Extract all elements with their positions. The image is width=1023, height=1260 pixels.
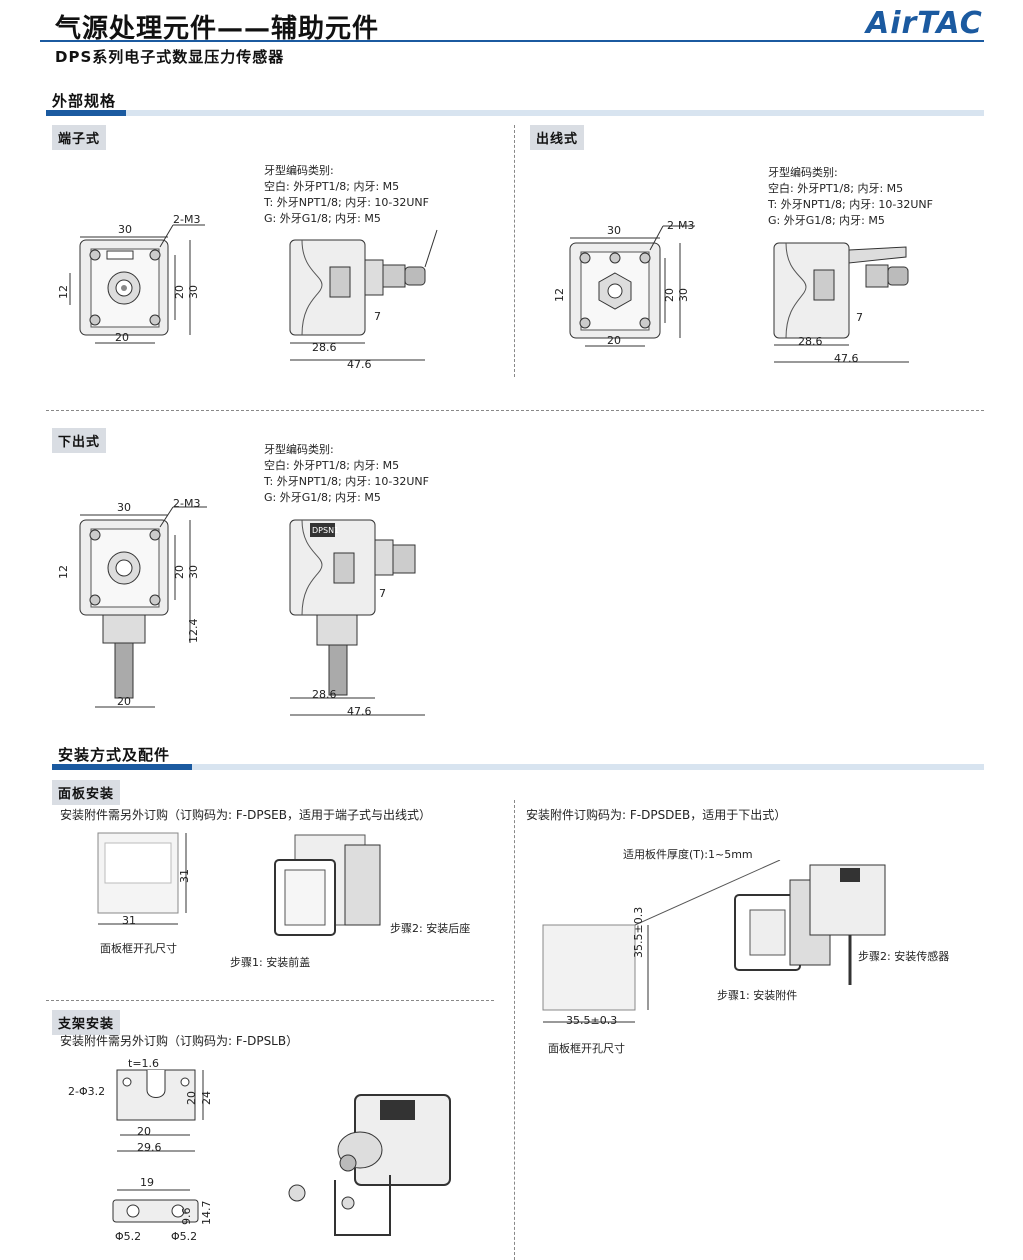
section-bar bbox=[46, 110, 984, 116]
svg-text:12: 12 bbox=[553, 288, 566, 302]
bracket-drawing: t=1.6 2-Φ3.2 20 29.6 20 24 19 9.6 14.7 Φ… bbox=[68, 1057, 213, 1243]
svg-text:31: 31 bbox=[178, 869, 191, 883]
divider-horizontal-2 bbox=[46, 1000, 494, 1001]
svg-text:28.6: 28.6 bbox=[312, 341, 337, 354]
svg-text:7: 7 bbox=[856, 311, 863, 324]
svg-text:47.6: 47.6 bbox=[834, 352, 859, 365]
svg-text:12: 12 bbox=[57, 565, 70, 579]
terminal-side-drawing: 28.6 47.6 7 bbox=[289, 229, 438, 370]
svg-text:20: 20 bbox=[117, 695, 131, 708]
bottom-front-drawing: 30 2-M3 20 12 20 30 12.4 bbox=[57, 497, 207, 708]
svg-text:24: 24 bbox=[200, 1091, 213, 1105]
divider-horizontal bbox=[46, 410, 984, 411]
panel-step1-right: 步骤1: 安装附件 bbox=[717, 989, 798, 1002]
svg-text:DPSN1: DPSN1 bbox=[312, 526, 339, 535]
svg-text:30: 30 bbox=[677, 288, 690, 302]
cable-side-drawing: 28.6 47.6 7 bbox=[773, 242, 909, 365]
svg-text:47.6: 47.6 bbox=[347, 705, 372, 718]
brand-logo: AirTAC bbox=[866, 6, 983, 41]
section-bar-2 bbox=[52, 764, 984, 770]
svg-text:Φ5.2: Φ5.2 bbox=[115, 1230, 141, 1243]
panel-step2-right: 步骤2: 安装传感器 bbox=[858, 950, 950, 963]
svg-text:28.6: 28.6 bbox=[798, 335, 823, 348]
panel-step1: 步骤1: 安装前盖 bbox=[230, 956, 311, 969]
svg-text:30: 30 bbox=[118, 223, 132, 236]
panel-thickness: 适用板件厚度(T):1~5mm bbox=[623, 848, 753, 861]
svg-text:2-M3: 2-M3 bbox=[173, 215, 200, 226]
svg-text:14.7: 14.7 bbox=[200, 1201, 213, 1226]
divider-vertical-2 bbox=[514, 800, 515, 1260]
svg-text:19: 19 bbox=[140, 1176, 154, 1189]
cutout-caption-left: 面板框开孔尺寸 bbox=[100, 942, 177, 955]
tag-bracket: 支架安装 bbox=[52, 1010, 121, 1035]
svg-text:2-M3: 2-M3 bbox=[667, 219, 694, 232]
cutout2-w: 35.5±0.3 bbox=[566, 1014, 618, 1027]
page-title: 气源处理元件——辅助元件 bbox=[55, 14, 380, 44]
svg-text:30: 30 bbox=[187, 565, 200, 579]
svg-text:31: 31 bbox=[122, 914, 136, 927]
bracket-assembly-illustration bbox=[288, 1094, 451, 1236]
bottom-side-drawing: DPSN1 28.6 47.6 7 bbox=[289, 519, 425, 718]
panel-note-left: 安装附件需另外订购（订购码为: F-DPSEB，适用于端子式与出线式） bbox=[60, 808, 432, 822]
tag-panel: 面板安装 bbox=[52, 780, 121, 805]
panel-step2: 步骤2: 安装后座 bbox=[390, 922, 471, 935]
section-title-mounting: 安装方式及配件 bbox=[58, 746, 171, 764]
divider-vertical bbox=[514, 125, 515, 377]
header-rule bbox=[40, 40, 984, 42]
svg-text:2-Φ3.2: 2-Φ3.2 bbox=[68, 1085, 105, 1098]
bracket-note: 安装附件需另外订购（订购码为: F-DPSLB） bbox=[60, 1034, 299, 1048]
svg-text:9.6: 9.6 bbox=[180, 1208, 193, 1226]
svg-text:12: 12 bbox=[57, 285, 70, 299]
tag-cable: 出线式 bbox=[530, 125, 585, 150]
tag-bottom: 下出式 bbox=[52, 428, 107, 453]
tag-terminal: 端子式 bbox=[52, 125, 107, 150]
svg-text:7: 7 bbox=[379, 587, 386, 600]
svg-text:20: 20 bbox=[137, 1125, 151, 1138]
panel-note-right: 安装附件订购码为: F-DPSDEB，适用于下出式） bbox=[526, 808, 787, 822]
cable-front-drawing: 30 2-M3 20 12 20 30 bbox=[553, 219, 695, 347]
svg-text:28.6: 28.6 bbox=[312, 688, 337, 701]
terminal-front-drawing: 30 2-M3 20 12 20 30 bbox=[57, 215, 205, 344]
svg-text:12.4: 12.4 bbox=[187, 619, 200, 644]
svg-text:47.6: 47.6 bbox=[347, 358, 372, 370]
cutout2-caption: 面板框开孔尺寸 bbox=[548, 1042, 625, 1055]
section-title-external: 外部规格 bbox=[52, 92, 117, 110]
svg-text:Φ5.2: Φ5.2 bbox=[171, 1230, 197, 1243]
svg-text:29.6: 29.6 bbox=[137, 1141, 162, 1154]
cutout2-h: 35.5±0.3 bbox=[632, 906, 645, 958]
panel-bottom-illustration bbox=[542, 860, 886, 1023]
panel-cutout-left: 31 31 bbox=[97, 832, 191, 927]
svg-text:30: 30 bbox=[187, 285, 200, 299]
panel-assembly-illustration bbox=[274, 834, 381, 936]
svg-text:20: 20 bbox=[115, 331, 129, 344]
svg-text:20: 20 bbox=[173, 565, 186, 579]
svg-text:20: 20 bbox=[663, 288, 676, 302]
svg-text:7: 7 bbox=[374, 310, 381, 323]
svg-text:30: 30 bbox=[117, 501, 131, 514]
svg-text:20: 20 bbox=[607, 334, 621, 347]
svg-text:t=1.6: t=1.6 bbox=[128, 1057, 159, 1070]
svg-text:20: 20 bbox=[185, 1091, 198, 1105]
svg-text:30: 30 bbox=[607, 224, 621, 237]
svg-text:2-M3: 2-M3 bbox=[173, 497, 200, 510]
svg-text:20: 20 bbox=[173, 285, 186, 299]
page-subtitle: DPS系列电子式数显压力传感器 bbox=[55, 48, 285, 66]
